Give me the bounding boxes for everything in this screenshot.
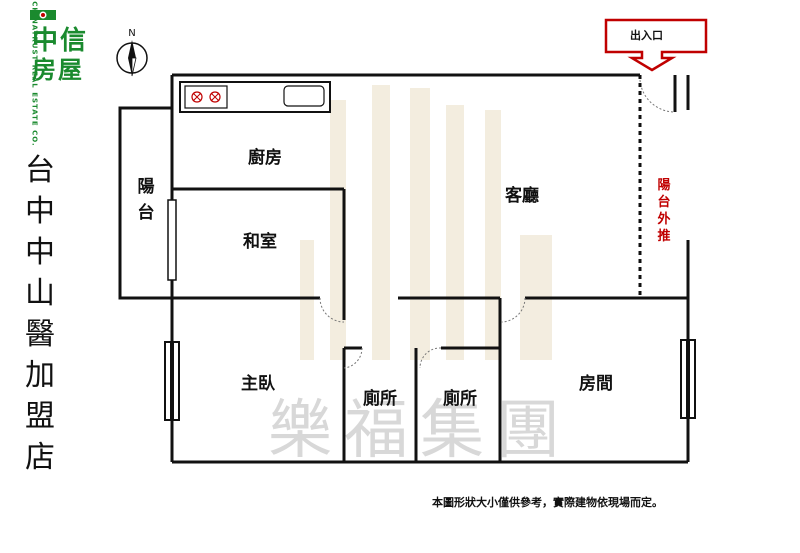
room-label-master: 主臥: [241, 373, 276, 394]
room-label-toilet-1: 廁所: [363, 388, 397, 409]
room-label-toilet-2: 廁所: [443, 388, 477, 409]
logo-line1: 中信: [32, 26, 89, 56]
room-label-kitchen: 廚房: [248, 147, 282, 168]
title-char: 店: [25, 440, 55, 475]
balcony-ext-char: 陽: [657, 177, 670, 193]
balcony-ext-char: 外: [656, 211, 670, 227]
brand-logo: 中信 房屋 CHINATRUST REAL ESTATE CO.: [10, 1, 90, 147]
title-char: 台: [25, 153, 55, 188]
store-title: 台 中 中 山 醫 加 盟 店: [20, 150, 60, 478]
title-char: 醫: [25, 317, 55, 352]
balcony-ext-char: 台: [657, 194, 670, 210]
room-label-balcony: 陽 台: [138, 177, 155, 223]
watermark-building-icon: [300, 85, 552, 360]
balcony-extension-label: 陽 台 外 推: [656, 177, 670, 244]
logo-line2: 房屋: [32, 56, 84, 84]
windows: [164, 199, 696, 421]
compass-icon: [116, 40, 148, 77]
logo-badge-icon: [30, 10, 56, 20]
balcony-char: 陽: [138, 177, 155, 197]
kitchen-counter: [179, 81, 331, 113]
walls: [118, 73, 690, 464]
room-label-living: 客廳: [504, 185, 539, 206]
title-char: 中: [25, 194, 55, 229]
title-char: 山: [25, 276, 55, 311]
entrance-label: 出入口: [630, 29, 663, 42]
balcony-char: 台: [138, 202, 155, 223]
compass-label: N: [128, 28, 135, 39]
disclaimer-note: 本圖形狀大小僅供參考，實際建物依現場而定。: [432, 496, 663, 509]
title-char: 中: [25, 235, 55, 270]
title-char: 加: [25, 358, 55, 393]
watermark-text: 樂福集團: [268, 394, 572, 468]
entrance-arrow-icon: [604, 18, 708, 72]
title-char: 盟: [25, 399, 55, 434]
balcony-ext-char: 推: [657, 228, 670, 244]
room-label-japanese: 和室: [243, 231, 277, 252]
room-label-bedroom: 房間: [579, 373, 613, 394]
